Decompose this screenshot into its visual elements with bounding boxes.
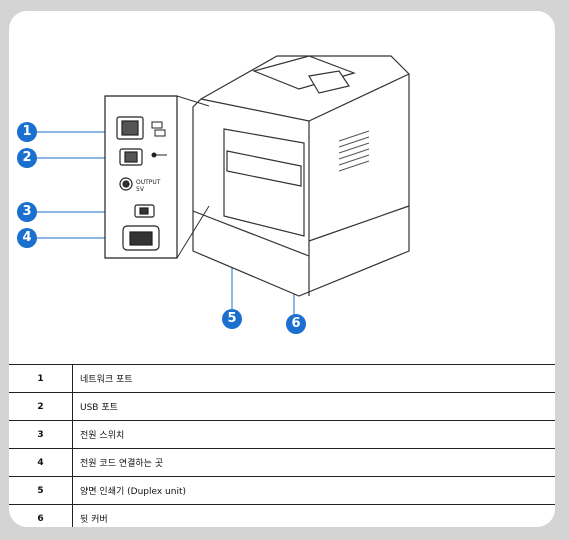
legend-description: 전원 코드 연결하는 곳 — [80, 459, 164, 469]
legend-description: USB 포트 — [80, 403, 118, 413]
legend-description: 양면 인쇄기 (Duplex unit) — [80, 487, 186, 497]
legend-row: 2 USB 포트 — [9, 393, 555, 421]
output-label-2: 5V — [136, 186, 145, 193]
legend-description: 네트워크 포트 — [80, 375, 133, 385]
callout-4: 4 — [17, 228, 37, 248]
legend-row: 1 네트워크 포트 — [9, 365, 555, 393]
legend-row: 5 양면 인쇄기 (Duplex unit) — [9, 477, 555, 505]
callout-5: 5 — [222, 309, 242, 329]
output-label-1: OUTPUT — [136, 179, 161, 186]
legend-row: 4 전원 코드 연결하는 곳 — [9, 449, 555, 477]
legend-table: 1 네트워크 포트 2 USB 포트 3 전원 스위치 4 전원 코드 연결하는… — [9, 364, 555, 527]
legend-row: 3 전원 스위치 — [9, 421, 555, 449]
printer-rear-illustration: OUTPUT 5V — [37, 55, 410, 321]
callout-3: 3 — [17, 202, 37, 222]
legend-number: 4 — [9, 449, 73, 476]
legend-row: 6 뒷 커버 — [9, 505, 555, 527]
figure-card: OUTPUT 5V — [9, 11, 555, 527]
callout-1: 1 — [17, 122, 37, 142]
legend-description: 뒷 커버 — [80, 515, 108, 525]
callout-6: 6 — [286, 314, 306, 334]
legend-number: 3 — [9, 421, 73, 448]
printer-rear-figure: OUTPUT 5V — [9, 11, 555, 356]
legend-description: 전원 스위치 — [80, 431, 125, 441]
legend-number: 5 — [9, 477, 73, 504]
legend-number: 1 — [9, 365, 73, 392]
legend-number: 2 — [9, 393, 73, 420]
legend-number: 6 — [9, 505, 73, 527]
callout-2: 2 — [17, 148, 37, 168]
